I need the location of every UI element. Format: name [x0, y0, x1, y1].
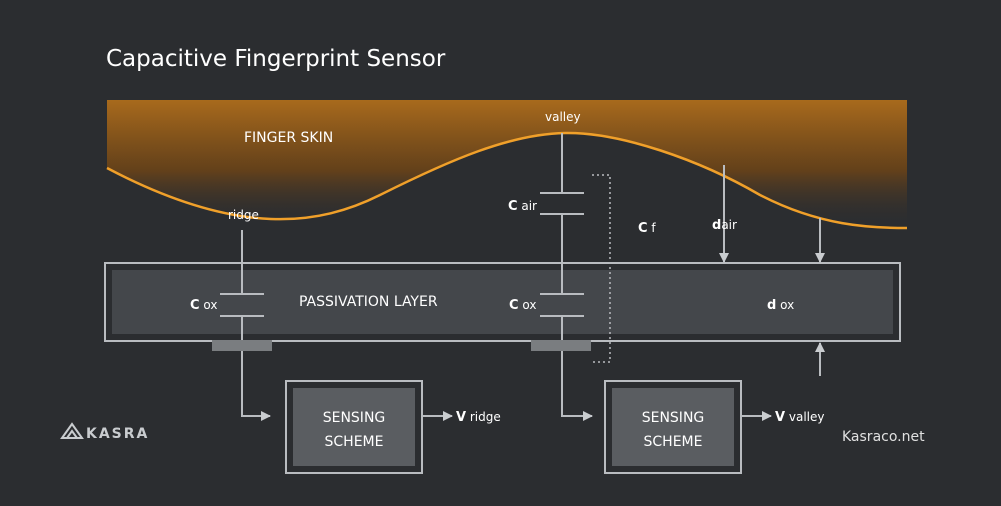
c-f-label: C f: [638, 221, 656, 236]
valley-circuit: [540, 133, 593, 421]
sensing-scheme-left: [293, 388, 415, 466]
sensing-scheme-left-outer: [285, 380, 423, 474]
c-ox-right-label: C ox: [509, 298, 536, 313]
electrode-right: [531, 340, 591, 351]
v-ridge-label: V ridge: [456, 410, 501, 425]
electrode-left: [212, 340, 272, 351]
website-label: Kasraco.net: [842, 429, 925, 445]
valley-label: valley: [545, 110, 581, 124]
passivation-layer-label: PASSIVATION LAYER: [299, 294, 438, 310]
sensing-scheme-right-line1: SENSING: [642, 410, 705, 426]
finger-skin-label: FINGER SKIN: [244, 130, 333, 146]
finger-skin-area: [107, 100, 907, 228]
c-ox-left-label: C ox: [190, 298, 217, 313]
diagram-title: Capacitive Fingerprint Sensor: [106, 46, 446, 72]
v-valley-label: V valley: [775, 410, 824, 425]
kasra-logo-icon: [60, 422, 84, 439]
sensing-scheme-right-outer: [604, 380, 742, 474]
ridge-label: ridge: [228, 208, 259, 222]
c-air-label: C air: [508, 199, 537, 214]
kasra-logo-text: KASRA: [86, 426, 149, 442]
sensing-scheme-right: [612, 388, 734, 466]
d-air-label: dair: [712, 218, 737, 233]
sensing-scheme-left-line2: SCHEME: [325, 434, 384, 450]
c-f-bracket: [592, 174, 611, 363]
passivation-layer-outer: [104, 262, 901, 342]
finger-skin-edge: [106, 131, 908, 230]
sensing-scheme-left-line1: SENSING: [323, 410, 386, 426]
kasra-logo: KASRA: [60, 422, 149, 442]
sensing-scheme-right-line2: SCHEME: [644, 434, 703, 450]
d-ox-label: d ox: [767, 298, 794, 313]
ridge-circuit: [220, 230, 271, 421]
